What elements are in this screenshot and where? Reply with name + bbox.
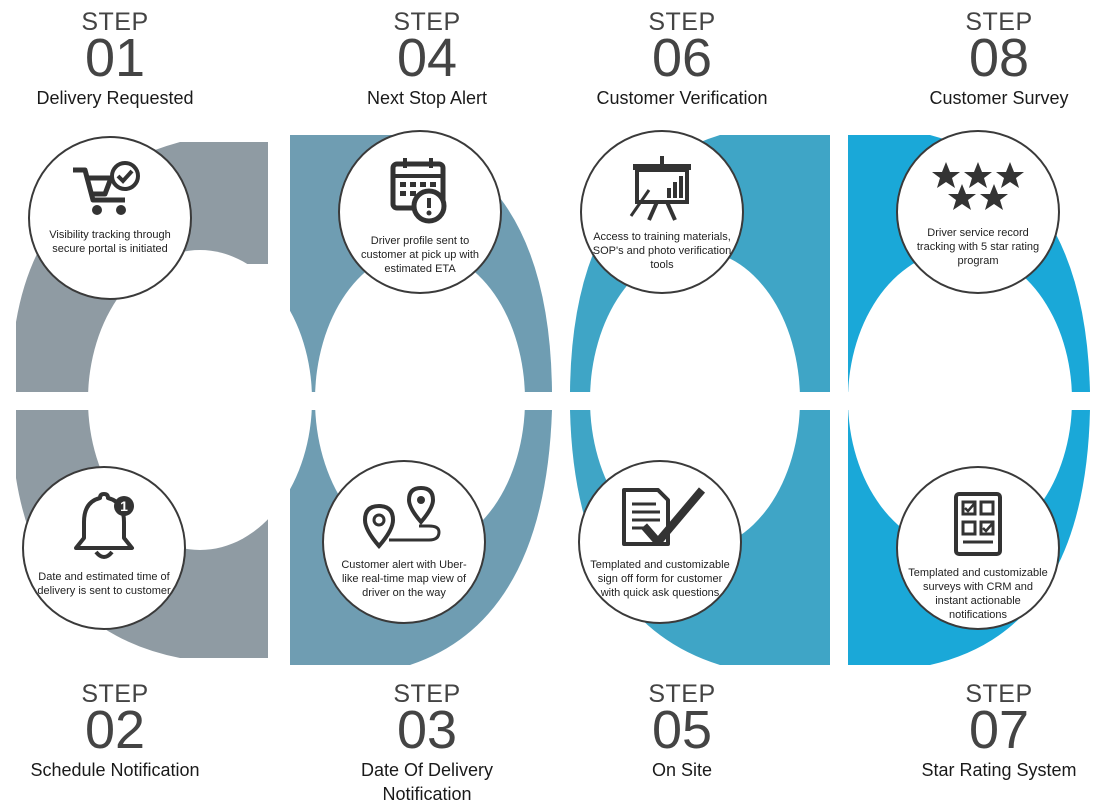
step-word: STEP <box>81 8 149 36</box>
step-title: Star Rating System <box>921 760 1077 780</box>
step-06-circle: Access to training materials, SOP's and … <box>580 130 744 294</box>
step-04-circle: Driver profile sent to customer at pick … <box>338 130 502 294</box>
step-title: Customer Survey <box>929 88 1069 108</box>
step-word: STEP <box>393 8 461 36</box>
five-stars-icon <box>932 162 1024 210</box>
step-title: Delivery Requested <box>36 88 194 108</box>
step-06-label: STEP 06 Customer Verification <box>567 10 797 110</box>
step-description: Date and estimated time of delivery is s… <box>37 571 171 597</box>
step-description: Driver service record tracking with 5 st… <box>916 227 1040 267</box>
step-number: 08 <box>968 28 1030 88</box>
step-03-circle: Customer alert with Uber-like real-time … <box>322 460 486 624</box>
step-number: 01 <box>84 28 146 88</box>
step-03-label: STEP 03 Date Of Delivery Notification <box>312 682 542 806</box>
calendar-alert-icon <box>390 158 447 224</box>
survey-checklist-icon <box>954 492 1002 556</box>
step-description: Templated and customizable sign off form… <box>590 559 730 599</box>
step-08-label: STEP 08 Customer Survey <box>884 10 1107 110</box>
step-description: Templated and customizable surveys with … <box>908 567 1048 621</box>
step-number: 03 <box>396 700 458 760</box>
step-05-label: STEP 05 On Site <box>567 682 797 782</box>
step-title: Date Of Delivery Notification <box>360 760 494 804</box>
step-word: STEP <box>965 8 1033 36</box>
step-word: STEP <box>965 680 1033 708</box>
step-02-label: STEP 02 Schedule Notification <box>0 682 230 782</box>
step-description: Access to training materials, SOP's and … <box>592 231 732 271</box>
bell-notification-icon: 1 <box>74 492 134 559</box>
step-number: 05 <box>651 700 713 760</box>
presentation-board-icon <box>629 156 691 221</box>
step-01-circle: Visibility tracking through secure porta… <box>28 136 192 300</box>
shopping-cart-check-icon <box>73 161 140 215</box>
step-word: STEP <box>393 680 461 708</box>
step-title: Customer Verification <box>596 88 768 108</box>
step-word: STEP <box>81 680 149 708</box>
step-number: 04 <box>396 28 458 88</box>
step-description: Customer alert with Uber-like real-time … <box>341 559 467 599</box>
step-title: Schedule Notification <box>30 760 200 780</box>
step-05-circle: Templated and customizable sign off form… <box>578 460 742 624</box>
step-08-circle: Driver service record tracking with 5 st… <box>896 130 1060 294</box>
map-route-icon <box>362 485 441 550</box>
step-description: Driver profile sent to customer at pick … <box>361 235 479 275</box>
step-07-label: STEP 07 Star Rating System <box>884 682 1107 782</box>
step-title: Next Stop Alert <box>366 88 488 108</box>
step-number: 02 <box>84 700 146 760</box>
step-number: 06 <box>651 28 713 88</box>
signoff-document-icon <box>622 487 706 546</box>
notification-badge: 1 <box>120 498 128 514</box>
step-07-circle: Templated and customizable surveys with … <box>896 466 1060 630</box>
step-description: Visibility tracking through secure porta… <box>49 229 171 255</box>
step-01-label: STEP 01 Delivery Requested <box>0 10 230 110</box>
step-02-circle: 1 Date and estimated time of delivery is… <box>22 466 186 630</box>
step-title: On Site <box>651 760 713 780</box>
step-word: STEP <box>648 680 716 708</box>
step-word: STEP <box>648 8 716 36</box>
step-number: 07 <box>968 700 1030 760</box>
step-04-label: STEP 04 Next Stop Alert <box>312 10 542 110</box>
